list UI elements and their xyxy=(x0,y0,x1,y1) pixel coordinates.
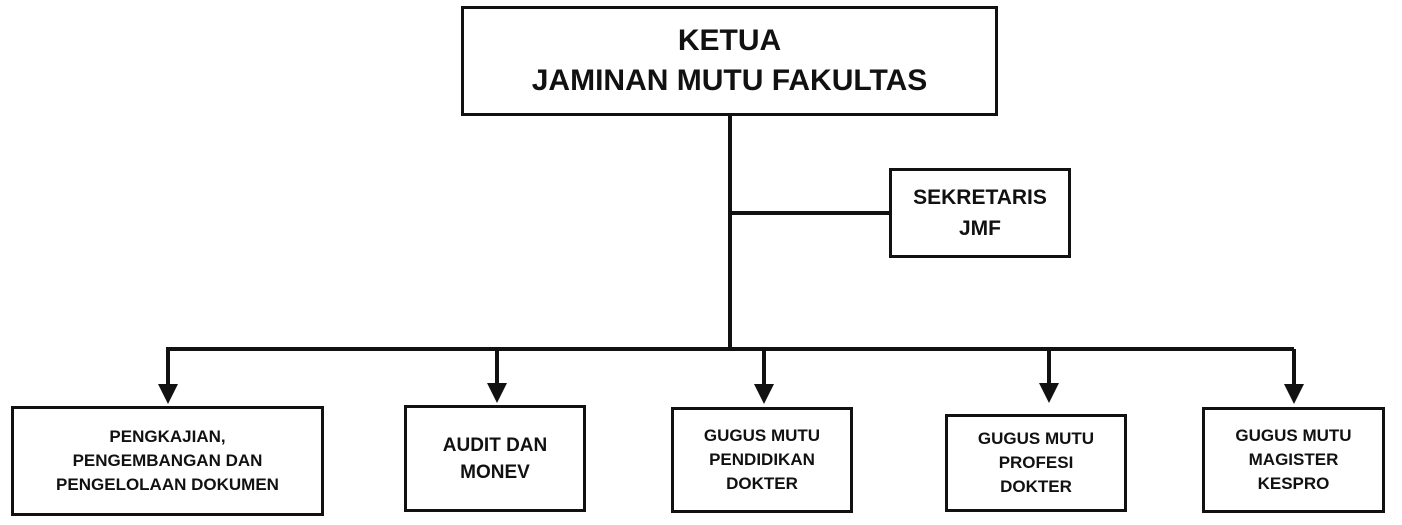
node-profesi: GUGUS MUTU PROFESI DOKTER xyxy=(945,414,1127,512)
node-pendidikan-line-3: DOKTER xyxy=(726,474,798,493)
node-ketua: KETUA JAMINAN MUTU FAKULTAS xyxy=(461,6,998,116)
node-kespro: GUGUS MUTU MAGISTER KESPRO xyxy=(1202,407,1385,513)
node-ketua-line-1: KETUA xyxy=(677,24,782,57)
node-sekretaris-line-1: SEKRETARIS xyxy=(913,186,1047,209)
node-ketua-line-2: JAMINAN MUTU FAKULTAS xyxy=(531,64,928,97)
node-audit-line-2: MONEV xyxy=(460,461,530,483)
node-audit: AUDIT DAN MONEV xyxy=(404,405,586,512)
node-kespro-line-3: KESPRO xyxy=(1257,474,1330,493)
node-profesi-line-1: GUGUS MUTU xyxy=(977,429,1095,448)
node-pendidikan-line-1: GUGUS MUTU xyxy=(703,426,821,445)
node-profesi-line-3: DOKTER xyxy=(1000,477,1072,496)
node-sekretaris: SEKRETARIS JMF xyxy=(889,168,1071,258)
node-pengkajian: PENGKAJIAN, PENGEMBANGAN DAN PENGELOLAAN… xyxy=(11,406,324,516)
node-sekretaris-line-2: JMF xyxy=(959,217,1001,240)
node-pendidikan-line-2: PENDIDIKAN xyxy=(709,450,815,469)
node-pengkajian-line-2: PENGEMBANGAN DAN xyxy=(72,451,263,470)
node-profesi-line-2: PROFESI xyxy=(998,453,1074,472)
node-pengkajian-line-1: PENGKAJIAN, xyxy=(109,427,226,446)
node-pengkajian-line-3: PENGELOLAAN DOKUMEN xyxy=(56,475,279,494)
node-pendidikan: GUGUS MUTU PENDIDIKAN DOKTER xyxy=(671,407,853,513)
node-kespro-line-1: GUGUS MUTU xyxy=(1235,426,1352,445)
node-audit-line-1: AUDIT DAN xyxy=(442,434,548,456)
node-kespro-line-2: MAGISTER xyxy=(1248,450,1339,469)
